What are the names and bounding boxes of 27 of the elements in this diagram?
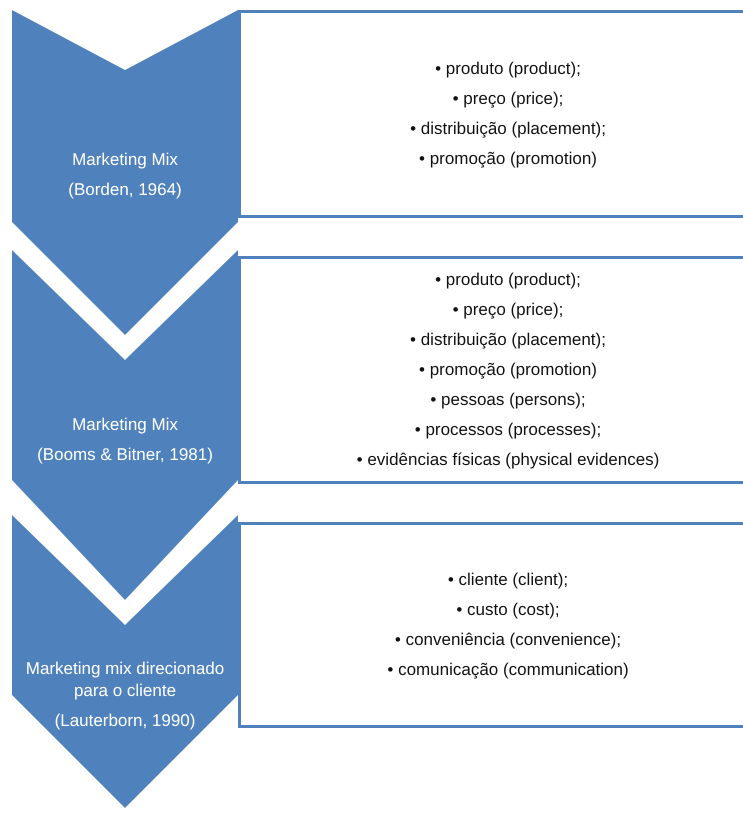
list-item: • processos (processes); [414,419,602,441]
chevron-shape [12,515,238,808]
chevron-shape [12,10,238,335]
list-item: • distribuição (placement); [410,118,606,140]
content-box [238,10,743,218]
list-item: • comunicação (communication) [387,659,629,681]
chevron-label: (Lauterborn, 1990) [54,710,196,732]
list-item: • conveniência (convenience); [394,629,622,651]
list-item: • preço (price); [452,88,564,110]
chevron-label: Marketing Mix [72,149,178,171]
list-item: • distribuição (placement); [409,329,607,351]
content-box [238,256,743,484]
list-item: • custo (cost); [455,599,561,621]
content-box [238,522,743,728]
list-item: • evidências físicas (physical evidences) [356,449,660,471]
list-item: • preço (price); [452,299,564,321]
chevron-label: Marketing Mix [72,414,178,436]
list-item: • promoção (promotion) [418,148,598,170]
chevron-label: (Borden, 1964) [68,179,182,201]
chevron-label: (Booms & Bitner, 1981) [37,444,213,466]
chevron-shape [12,250,238,600]
list-item: • promoção (promotion) [418,359,598,381]
list-item: • produto (product); [434,269,582,291]
list-item: • produto (product); [434,58,582,80]
list-item: • pessoas (persons); [429,389,587,411]
chevron-label: Marketing mix direcionado para o cliente [24,658,226,702]
list-item: • cliente (client); [446,569,570,591]
